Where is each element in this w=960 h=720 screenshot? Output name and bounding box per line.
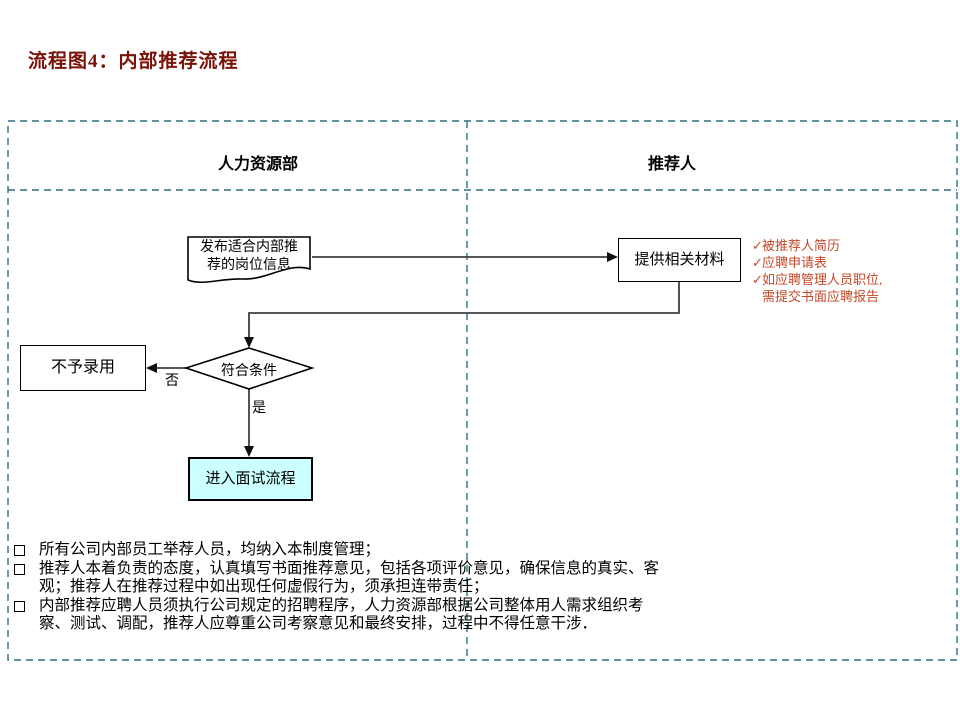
edge-label-no: 否: [165, 374, 179, 389]
checklist-item: ✓如应聘管理人员职位,: [752, 271, 882, 288]
check-icon: ✓: [752, 255, 763, 270]
decision-diamond: [183, 347, 315, 390]
check-icon: ✓: [752, 272, 763, 287]
publish-posting-line2: 荐的岗位信息: [207, 258, 291, 273]
connectors: [152, 256, 680, 451]
footnotes: 所有公司内部员工举荐人员，均纳入本制度管理； 推荐人本着负责的态度，认真填写书面…: [12, 541, 692, 634]
swimlane-outer-border: [7, 120, 958, 661]
checklist-text: 需提交书面应聘报告: [762, 289, 880, 304]
checklist-text: 如应聘管理人员职位,: [762, 272, 883, 287]
footnote-text: 所有公司内部员工举荐人员，均纳入本制度管理；: [39, 541, 381, 558]
footnote-item: 推荐人本着负责的态度，认真填写书面推荐意见，包括各项评价意见，确保信息的真实、客…: [12, 560, 692, 597]
footnote-item: 所有公司内部员工举荐人员，均纳入本制度管理；: [12, 541, 692, 560]
interview-node: 进入面试流程: [188, 457, 313, 501]
square-bullet-icon: [14, 600, 25, 612]
reject-node: 不予录用: [20, 345, 146, 391]
square-bullet-icon: [14, 563, 25, 575]
footnote-item: 内部推荐应聘人员须执行公司规定的招聘程序，人力资源部根据公司整体用人需求组织考察…: [12, 597, 692, 634]
arrowheads: [146, 252, 618, 457]
publish-posting-node: 发布适合内部推 荐的岗位信息: [186, 239, 312, 275]
materials-checklist: ✓被推荐人简历 ✓应聘申请表 ✓如应聘管理人员职位, 需提交书面应聘报告: [752, 237, 882, 305]
lane-header-referrer: 推荐人: [647, 156, 696, 173]
decision-node-label: 符合条件: [221, 364, 277, 379]
arrowhead-down-icon: [244, 337, 254, 348]
footnote-text: 推荐人本着负责的态度，认真填写书面推荐意见，包括各项评价意见，确保信息的真实、客…: [39, 559, 660, 596]
checklist-text: 被推荐人简历: [762, 238, 841, 253]
lane-header-hr: 人力资源部: [217, 156, 298, 173]
checklist-text: 应聘申请表: [762, 255, 828, 270]
provide-materials-node: 提供相关材料: [618, 238, 741, 282]
checklist-item: ✓应聘申请表: [752, 254, 882, 271]
edge-label-yes: 是: [252, 401, 266, 416]
checklist-item-continuation: 需提交书面应聘报告: [752, 288, 882, 305]
arrowhead-left-icon: [146, 363, 157, 373]
document-shape: [187, 236, 311, 284]
page-title: 流程图4：内部推荐流程: [28, 51, 239, 72]
footnote-text: 内部推荐应聘人员须执行公司规定的招聘程序，人力资源部根据公司整体用人需求组织考察…: [39, 596, 644, 633]
arrowhead-down2-icon: [244, 446, 254, 457]
square-bullet-icon: [14, 545, 25, 556]
swimlane-frame: [7, 120, 958, 661]
publish-posting-line1: 发布适合内部推: [200, 240, 298, 255]
checklist-item: ✓被推荐人简历: [752, 237, 882, 254]
connector-materials-to-decision: [248, 281, 680, 342]
check-icon: ✓: [752, 238, 763, 253]
arrowhead-right-icon: [607, 252, 618, 262]
